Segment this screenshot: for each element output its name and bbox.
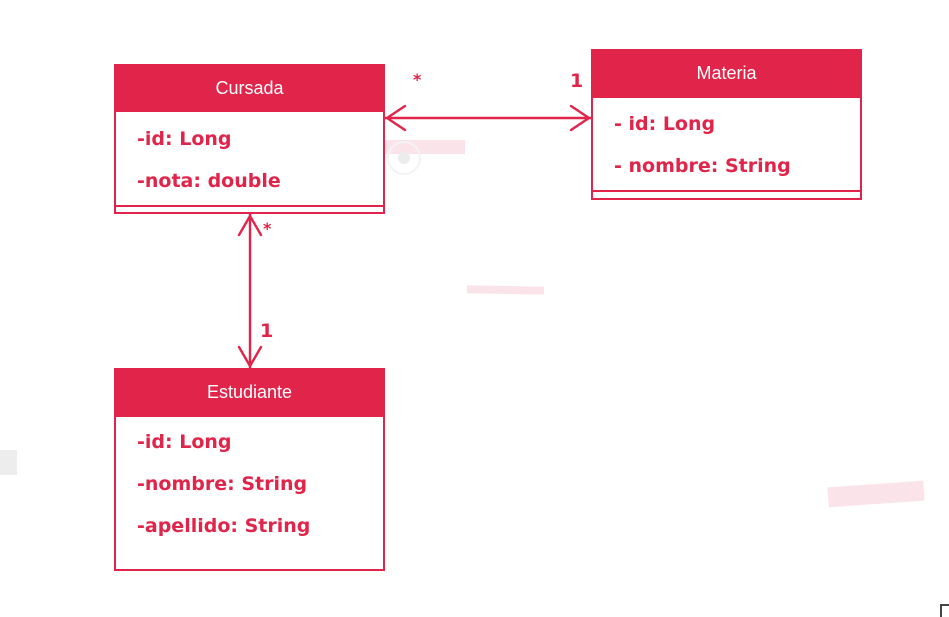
multiplicity-cursada-estudiante-cursada-end: *	[263, 219, 272, 238]
decoration-corner	[940, 604, 949, 617]
class-materia: Materia - id: Long - nombre: String	[591, 49, 862, 200]
class-attribute: - id: Long	[614, 113, 716, 135]
class-cursada-attributes: -id: Long -nota: double	[116, 112, 383, 202]
class-attribute: -apellido: String	[137, 515, 311, 537]
class-cursada: Cursada -id: Long -nota: double	[114, 64, 385, 214]
decoration-block	[0, 450, 17, 475]
decoration-ring	[387, 141, 421, 175]
multiplicity-cursada-materia-cursada-end: *	[413, 70, 422, 89]
class-materia-methods-separator	[593, 190, 860, 192]
decoration-dot	[398, 152, 410, 164]
class-estudiante-name: Estudiante	[116, 370, 383, 417]
association-cursada-materia	[383, 104, 593, 132]
class-materia-attributes: - id: Long - nombre: String	[593, 98, 860, 187]
class-cursada-name: Cursada	[116, 66, 383, 112]
class-cursada-methods-separator	[116, 205, 383, 207]
class-materia-name: Materia	[593, 51, 860, 98]
class-attribute: - nombre: String	[614, 155, 791, 177]
class-estudiante-attributes: -id: Long -nombre: String -apellido: Str…	[116, 417, 383, 547]
multiplicity-cursada-materia-materia-end: 1	[570, 70, 584, 92]
association-cursada-estudiante	[237, 212, 263, 370]
class-attribute: -nota: double	[137, 170, 281, 192]
class-estudiante: Estudiante -id: Long -nombre: String -ap…	[114, 368, 385, 571]
class-attribute: -id: Long	[137, 128, 232, 150]
class-attribute: -nombre: String	[137, 473, 308, 495]
multiplicity-cursada-estudiante-estudiante-end: 1	[260, 320, 274, 342]
class-attribute: -id: Long	[137, 431, 232, 453]
